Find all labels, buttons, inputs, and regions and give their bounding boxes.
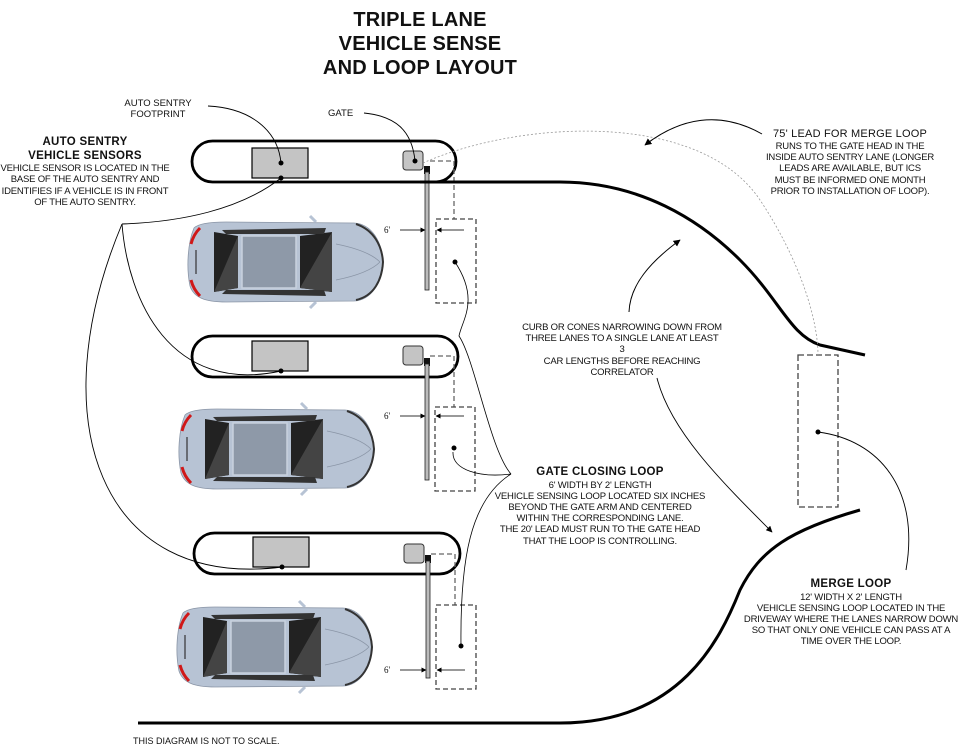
dimension-label: 6' [384,665,391,675]
gate-head [403,543,425,564]
curb-arrow [628,239,681,313]
gate-hinge [424,166,430,174]
gate-closing-loop [435,604,477,690]
car [175,599,374,695]
merge-body: DRIVEWAY WHERE THE LANES NARROW DOWN [743,613,959,625]
curb-body: THREE LANES TO A SINGLE LANE AT LEAST 3 [525,333,719,356]
gate-hinge [424,358,430,366]
gcl-body: 6' WIDTH BY 2' LENGTH [548,479,652,491]
gcl-body: WITHIN THE CORRESPONDING LANE. [516,513,684,525]
gate-closing-loop [435,218,477,304]
sensors-heading-2: VEHICLE SENSORS [28,149,142,162]
curb-lower [138,508,861,725]
gate-closing-loop-note: GATE CLOSING LOOP 6' WIDTH BY 2' LENGTH … [480,466,720,547]
merge-lead-body: PRIOR TO INSTALLATION OF LOOP). [770,185,930,197]
correlator-arrow [656,377,773,533]
gcl-body: THE 20' LEAD MUST RUN TO THE GATE HEAD [499,524,701,536]
sensors-body: IDENTIFIES IF A VEHICLE IS IN FRONT [1,185,169,197]
merge-lead-note: 75' LEAD FOR MERGE LOOP RUNS TO THE GATE… [752,128,948,197]
gcl-leader-3 [460,473,512,647]
gcl-body: BEYOND THE GATE ARM AND CENTERED [508,501,692,513]
gcl-body: THAT THE LOOP IS CONTROLLING. [523,535,677,547]
sensor-leader-1 [121,177,282,225]
curb-body: CAR LENGTHS BEFORE REACHING [543,355,701,367]
gate-closing-loop [434,406,476,492]
merge-lead-heading: 75' LEAD FOR MERGE LOOP [772,128,928,140]
footprint-label: AUTO SENTRY FOOTPRINT [108,98,208,120]
merge-lead-body: LEADS ARE AVAILABLE, BUT ICS [779,163,921,175]
dimension-label: 6' [384,225,391,235]
lane-1 [186,139,477,310]
auto-sentry-sensors-note: AUTO SENTRY VEHICLE SENSORS VEHICLE SENS… [0,136,170,208]
gate-label: GATE [328,108,354,119]
curb-body: CURB OR CONES NARROWING DOWN FROM [522,322,722,333]
sensors-body: OF THE AUTO SENTRY. [34,196,136,208]
footprint-line-2: FOOTPRINT [130,109,186,121]
lane-3 [175,531,477,695]
auto-sentry-island [190,139,458,184]
gate-leader [363,112,416,162]
merge-body: VEHICLE SENSING LOOP LOCATED IN THE [756,602,946,614]
curb-body: CORRELATOR [590,366,654,378]
sensors-heading-1: AUTO SENTRY [42,136,128,148]
page-title: TRIPLE LANE VEHICLE SENSE AND LOOP LAYOU… [290,8,550,80]
merge-body: TIME OVER THE LOOP. [800,636,902,648]
merge-body: SO THAT ONLY ONE VEHICLE CAN PASS AT A [751,625,951,637]
merge-loop-leader [817,431,910,571]
sensors-body: VEHICLE SENSOR IS LOCATED IN THE [0,163,170,175]
gcl-leader-2 [452,451,512,476]
merge-body: 12' WIDTH X 2' LENGTH [800,591,902,603]
merge-lead-body: INSIDE AUTO SENTRY LANE (LONGER [765,152,934,164]
loop-point [451,445,457,451]
auto-sentry-island [190,334,460,379]
curb-note: CURB OR CONES NARROWING DOWN FROM THREE … [522,322,722,378]
merge-lead-body: RUNS TO THE GATE HEAD IN THE [775,140,925,152]
gcl-heading: GATE CLOSING LOOP [536,466,664,478]
gate-loop-lead [431,553,456,605]
gate-arm [425,560,431,679]
gcl-body: VEHICLE SENSING LOOP LOCATED SIX INCHES [494,490,706,502]
title-line-1: TRIPLE LANE [353,9,487,31]
car [177,401,376,497]
merge-heading: MERGE LOOP [810,578,892,590]
gcl-leader-1 [454,261,512,475]
scale-disclaimer: THIS DIAGRAM IS NOT TO SCALE. [133,736,280,746]
lane-2 [177,334,476,497]
gate-loop-lead [430,160,455,219]
title-line-2: VEHICLE SENSE [338,33,502,55]
footprint-line-1: AUTO SENTRY [124,98,192,109]
footprint-leader [207,105,282,164]
merge-lead-line [422,130,819,356]
auto-sentry-island [192,531,462,576]
merge-loop-note: MERGE LOOP 12' WIDTH X 2' LENGTH VEHICLE… [740,578,962,648]
title-line-3: AND LOOP LAYOUT [322,57,518,79]
gate-loop-lead [430,355,455,407]
sensor-leader-2 [121,223,282,376]
dimension-label: 6' [384,411,391,421]
sensors-body: BASE OF THE AUTO SENTRY AND [10,174,160,186]
curb-upper [420,180,866,357]
sensor-leader-3 [85,223,283,570]
merge-lead-body: MUST BE INFORMED ONE MONTH [774,174,926,186]
auto-sentry-footprint [251,340,309,372]
gate-arm [424,363,430,481]
car [186,214,385,310]
merge-lead-arrow [644,119,763,146]
gate-head [402,345,424,366]
gate-arm [424,171,430,291]
auto-sentry-footprint [252,536,310,568]
gate-hinge [425,555,431,563]
